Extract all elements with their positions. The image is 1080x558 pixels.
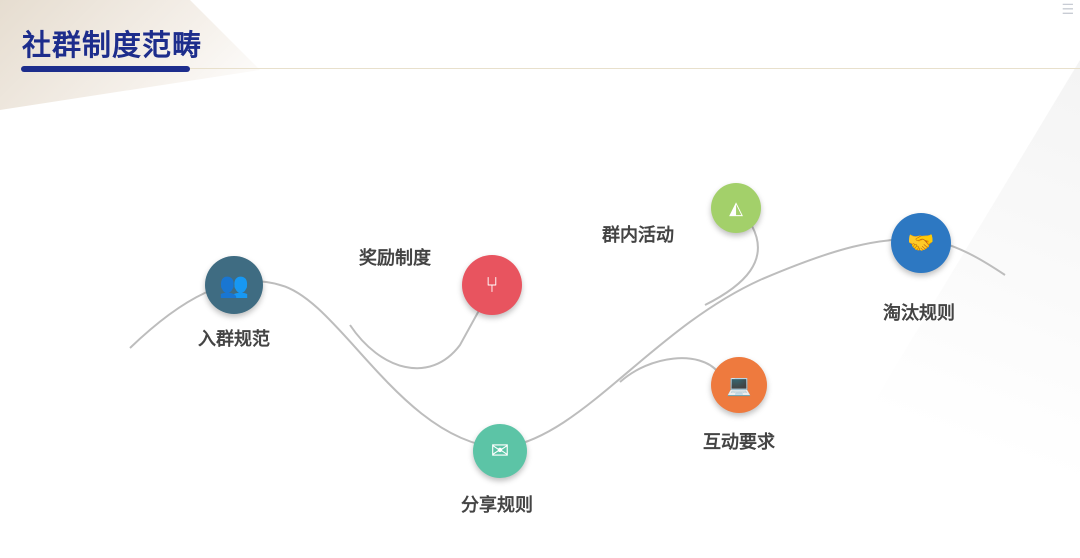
node-join-rules[interactable]: 👥 xyxy=(205,256,263,314)
label-activity: 群内活动 xyxy=(602,225,674,246)
label-reward: 奖励制度 xyxy=(359,248,431,269)
header-divider xyxy=(190,68,1080,69)
laptop-icon: 💻 xyxy=(726,373,752,397)
branch-icon: ⑂ xyxy=(485,272,499,298)
label-join-rules: 入群规范 xyxy=(198,329,270,350)
users-icon: 👥 xyxy=(219,271,249,299)
node-activity[interactable]: ◭ xyxy=(711,183,761,233)
title-underline xyxy=(21,66,190,72)
area-chart-icon: ◭ xyxy=(729,197,743,219)
node-reward[interactable]: ⑂ xyxy=(462,255,522,315)
node-interaction[interactable]: 💻 xyxy=(711,357,767,413)
label-interaction: 互动要求 xyxy=(703,432,775,453)
node-sharing[interactable]: ✉ xyxy=(473,424,527,478)
node-elimination[interactable]: 🤝 xyxy=(891,213,951,273)
label-elimination: 淘汰规则 xyxy=(883,303,955,324)
menu-icon[interactable]: ☰ xyxy=(1061,2,1074,18)
branch-interact xyxy=(619,357,719,383)
page-title: 社群制度范畴 xyxy=(22,28,203,62)
mail-icon: ✉ xyxy=(490,438,510,464)
label-sharing: 分享规则 xyxy=(461,495,533,516)
branch-reward xyxy=(349,304,483,370)
branch-activity xyxy=(704,225,759,306)
handshake-icon: 🤝 xyxy=(907,230,935,256)
